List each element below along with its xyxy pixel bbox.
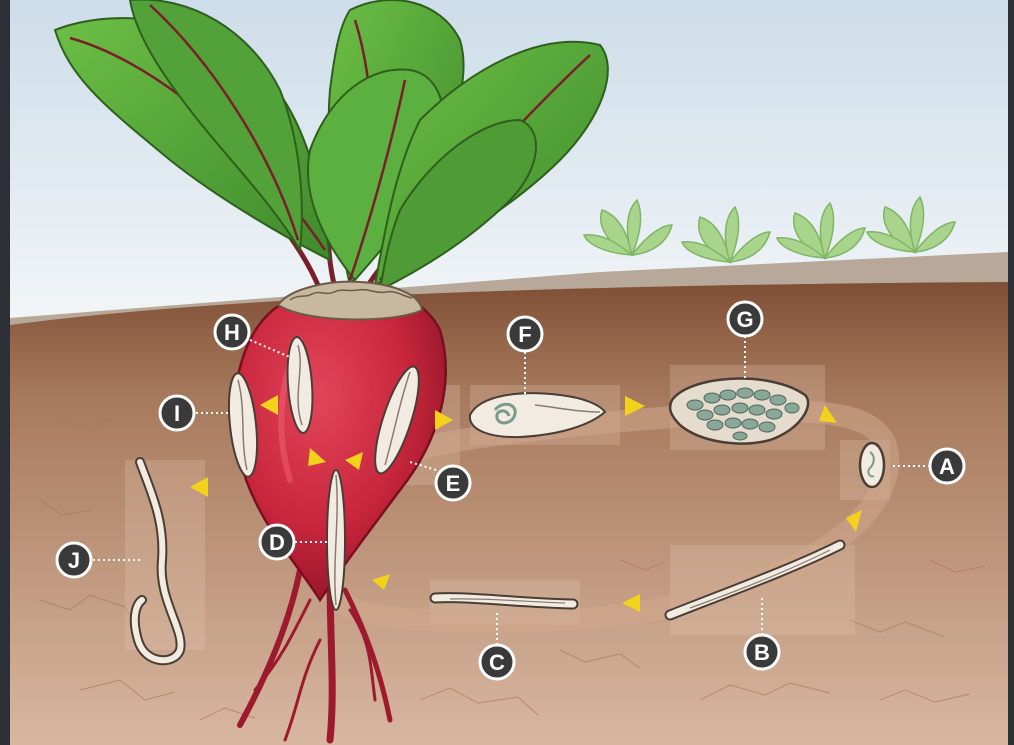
frame-right <box>1008 0 1014 745</box>
svg-text:A: A <box>939 454 955 479</box>
svg-text:G: G <box>736 307 753 332</box>
label-f: F <box>508 317 542 351</box>
svg-text:B: B <box>754 640 770 665</box>
svg-text:J: J <box>68 548 80 573</box>
svg-text:F: F <box>518 322 531 347</box>
label-g: G <box>728 302 762 336</box>
label-b: B <box>745 635 779 669</box>
svg-text:C: C <box>489 650 505 675</box>
svg-text:D: D <box>269 530 285 555</box>
label-i: I <box>160 396 194 430</box>
nematode-stage-d-icon <box>327 470 345 610</box>
label-a: A <box>930 449 964 483</box>
svg-text:H: H <box>224 320 240 345</box>
label-h: H <box>215 315 249 349</box>
egg-stage-a-icon <box>860 443 884 487</box>
nematode-stage-c-icon <box>435 598 573 604</box>
svg-text:I: I <box>174 401 180 426</box>
label-j: J <box>57 543 91 577</box>
frame-left <box>0 0 10 745</box>
label-c: C <box>480 645 514 679</box>
label-e: E <box>436 466 470 500</box>
label-d: D <box>260 525 294 559</box>
svg-text:E: E <box>446 471 461 496</box>
